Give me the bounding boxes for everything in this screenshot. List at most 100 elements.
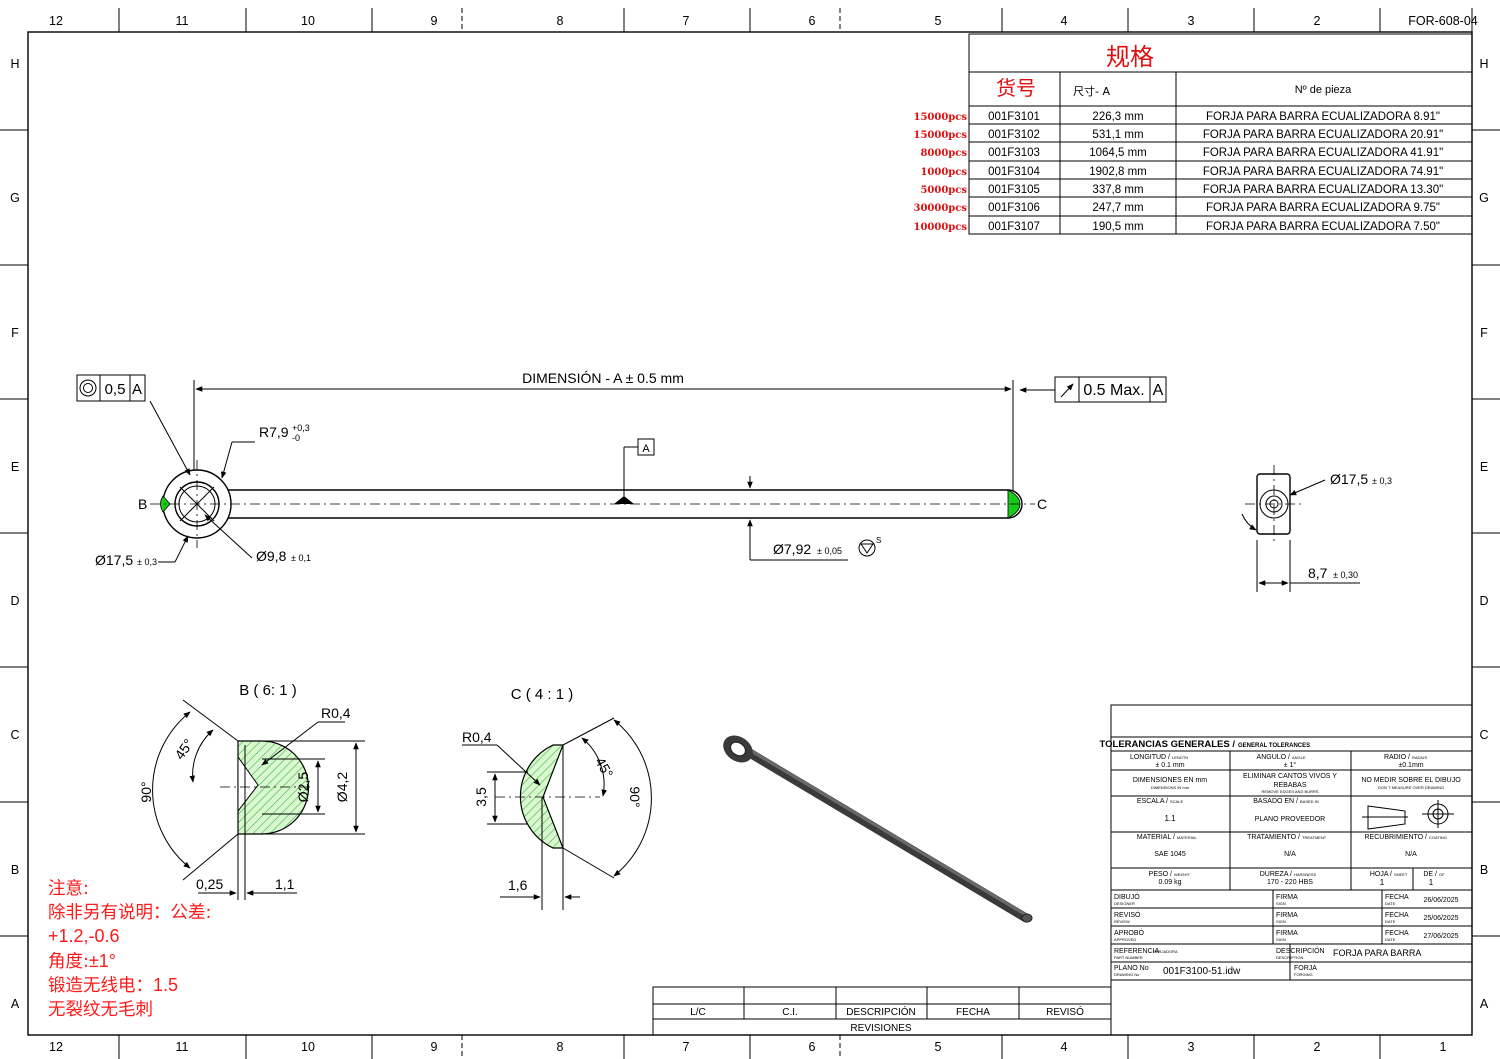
spec-part: FORJA PARA BARRA ECUALIZADORA 7.50": [1206, 221, 1440, 233]
rod-dia-label: Ø7,92: [773, 541, 811, 557]
svg-text:FECHA: FECHA: [1385, 894, 1409, 901]
col-label: 4: [1061, 1040, 1068, 1054]
svg-text:SCALE: SCALE: [1170, 799, 1183, 804]
end-dia-label: Ø17,5: [1330, 471, 1368, 487]
spec-size: 190,5 mm: [1092, 221, 1143, 233]
col-label: 2: [1314, 14, 1321, 28]
col-label: 9: [431, 1040, 438, 1054]
row-label: B: [11, 863, 19, 877]
svg-text:APROBÓ: APROBÓ: [1114, 928, 1145, 937]
col-label: 11: [176, 1040, 189, 1054]
svg-text:REVISÓ: REVISÓ: [1114, 910, 1141, 919]
rev-footer: REVISIONES: [850, 1023, 911, 1034]
detail-c-w: 1,6: [508, 877, 528, 893]
svg-text:PART NUMBER: PART NUMBER: [1114, 955, 1143, 960]
row-label: D: [1479, 594, 1488, 608]
svg-text:BASED IN: BASED IN: [1300, 799, 1319, 804]
svg-text:±0.1mm: ±0.1mm: [1398, 762, 1423, 769]
svg-text:FECHA: FECHA: [1385, 930, 1409, 937]
hole-dia-label: Ø9,8: [256, 548, 287, 564]
col-label: 11: [176, 14, 189, 28]
svg-text:FIRMA: FIRMA: [1276, 894, 1298, 901]
row-label: G: [10, 191, 20, 205]
col-label: 10: [301, 1040, 315, 1054]
col-label: 8: [557, 14, 564, 28]
spec-qty: 1000pcs: [920, 167, 967, 178]
rod-3d-render: [723, 735, 1033, 923]
spec-item: 001F3101: [988, 111, 1040, 123]
svg-text:TRATAMIENTO /: TRATAMIENTO /: [1247, 834, 1300, 841]
col-label: 2: [1314, 1040, 1321, 1054]
row-label: A: [1480, 997, 1489, 1011]
detail-c: C ( 4 : 1 ) 3,5 R0,4 90° 45° 1,6: [462, 686, 652, 910]
spec-size: 1902,8 mm: [1089, 166, 1147, 178]
svg-text:DESCRIPCIÓN: DESCRIPCIÓN: [1276, 946, 1325, 955]
svg-text:LONGITUD /: LONGITUD /: [1130, 754, 1170, 761]
svg-text:DUREZA /: DUREZA /: [1260, 871, 1292, 878]
spec-part: FORJA PARA BARRA ECUALIZADORA 20.91": [1203, 129, 1443, 141]
col-label: 12: [49, 1040, 63, 1054]
col-label: 7: [683, 1040, 690, 1054]
detail-c-angle1: 45°: [592, 754, 616, 780]
detail-b-w1: 0,25: [196, 876, 223, 892]
svg-text:SIGN: SIGN: [1276, 919, 1286, 924]
row-label: F: [11, 326, 19, 340]
spec-title: 规格: [1106, 43, 1154, 71]
detail-b-r: R0,4: [321, 705, 351, 721]
row-label: H: [1479, 57, 1488, 71]
svg-text:25/06/2025: 25/06/2025: [1423, 915, 1458, 922]
radius-tol-upper: +0,3: [292, 423, 310, 433]
edges-text: ELIMINAR CANTOS VIVOS Y: [1243, 773, 1337, 780]
row-label: G: [1479, 191, 1489, 205]
form-code: FOR-608-04: [1408, 14, 1478, 28]
row-label: C: [10, 728, 19, 742]
svg-text:REBABAS: REBABAS: [1273, 782, 1306, 789]
spec-part: FORJA PARA BARRA ECUALIZADORA 74.91": [1203, 166, 1443, 178]
rev-col: FECHA: [956, 1007, 990, 1018]
svg-text:ANGLE: ANGLE: [1292, 755, 1306, 760]
svg-text:ANGULO /: ANGULO /: [1257, 754, 1291, 761]
svg-text:DON´T MEASURE OVER DRAWING: DON´T MEASURE OVER DRAWING: [1378, 785, 1444, 790]
col-label: 3: [1188, 14, 1195, 28]
detail-b: B ( 6: 1 ) Ø4,2 Ø2,5 R0,4 90° 45° 0,25 1…: [138, 682, 365, 900]
svg-text:FIRMA: FIRMA: [1276, 912, 1298, 919]
radius-tol-lower: -0: [292, 433, 300, 443]
hole-dia-tol: ± 0,1: [291, 553, 311, 563]
svg-text:DESIGNER: DESIGNER: [1114, 901, 1135, 906]
svg-text:REVIEW: REVIEW: [1114, 919, 1130, 924]
row-label: H: [10, 57, 19, 71]
end-view: Ø17,5 ± 0,3 8,7 ± 0,30: [1241, 465, 1392, 592]
svg-text:RADIO /: RADIO /: [1384, 754, 1410, 761]
svg-text:HARDNESS: HARDNESS: [1294, 872, 1317, 877]
spec-item: 001F3104: [988, 166, 1040, 178]
svg-text:± 1°: ± 1°: [1284, 761, 1297, 769]
spec-item: 001F3107: [988, 221, 1040, 233]
svg-text:1.1: 1.1: [1164, 814, 1176, 823]
spec-header-size: 尺寸- A: [1073, 84, 1110, 98]
rod-dia-tol: ± 0,05: [817, 546, 842, 556]
detail-b-angle2: 90°: [138, 781, 154, 802]
spec-qty: 15000pcs: [913, 112, 967, 123]
runout-value: 0.5 Max.: [1083, 382, 1144, 399]
svg-text:DATE: DATE: [1385, 919, 1396, 924]
svg-text:DRAWING No: DRAWING No: [1114, 972, 1140, 977]
revisions-block: L/C C.I. DESCRIPCIÓN FECHA REVISÓ REVISI…: [652, 986, 1112, 1036]
concentricity-value: 0,5: [105, 381, 126, 398]
col-label: 5: [935, 14, 942, 28]
col-label: 1: [1440, 1040, 1447, 1054]
end-dia-tol: ± 0,3: [1372, 476, 1392, 486]
spec-qty: 30000pcs: [913, 203, 967, 214]
label-c: C: [1037, 496, 1047, 512]
svg-text:SAE 1045: SAE 1045: [1154, 851, 1186, 858]
spec-qty: 5000pcs: [920, 185, 967, 196]
zone-ticks: [0, 8, 1500, 1059]
col-label: 8: [557, 1040, 564, 1054]
row-label: B: [1480, 863, 1488, 877]
svg-text:HOJA /: HOJA /: [1370, 871, 1392, 878]
svg-text:FORJADORA: FORJADORA: [1153, 949, 1178, 954]
svg-text:SIGN: SIGN: [1276, 901, 1286, 906]
col-label: 9: [431, 14, 438, 28]
spec-qty: 15000pcs: [913, 130, 967, 141]
svg-text:DATE: DATE: [1385, 901, 1396, 906]
